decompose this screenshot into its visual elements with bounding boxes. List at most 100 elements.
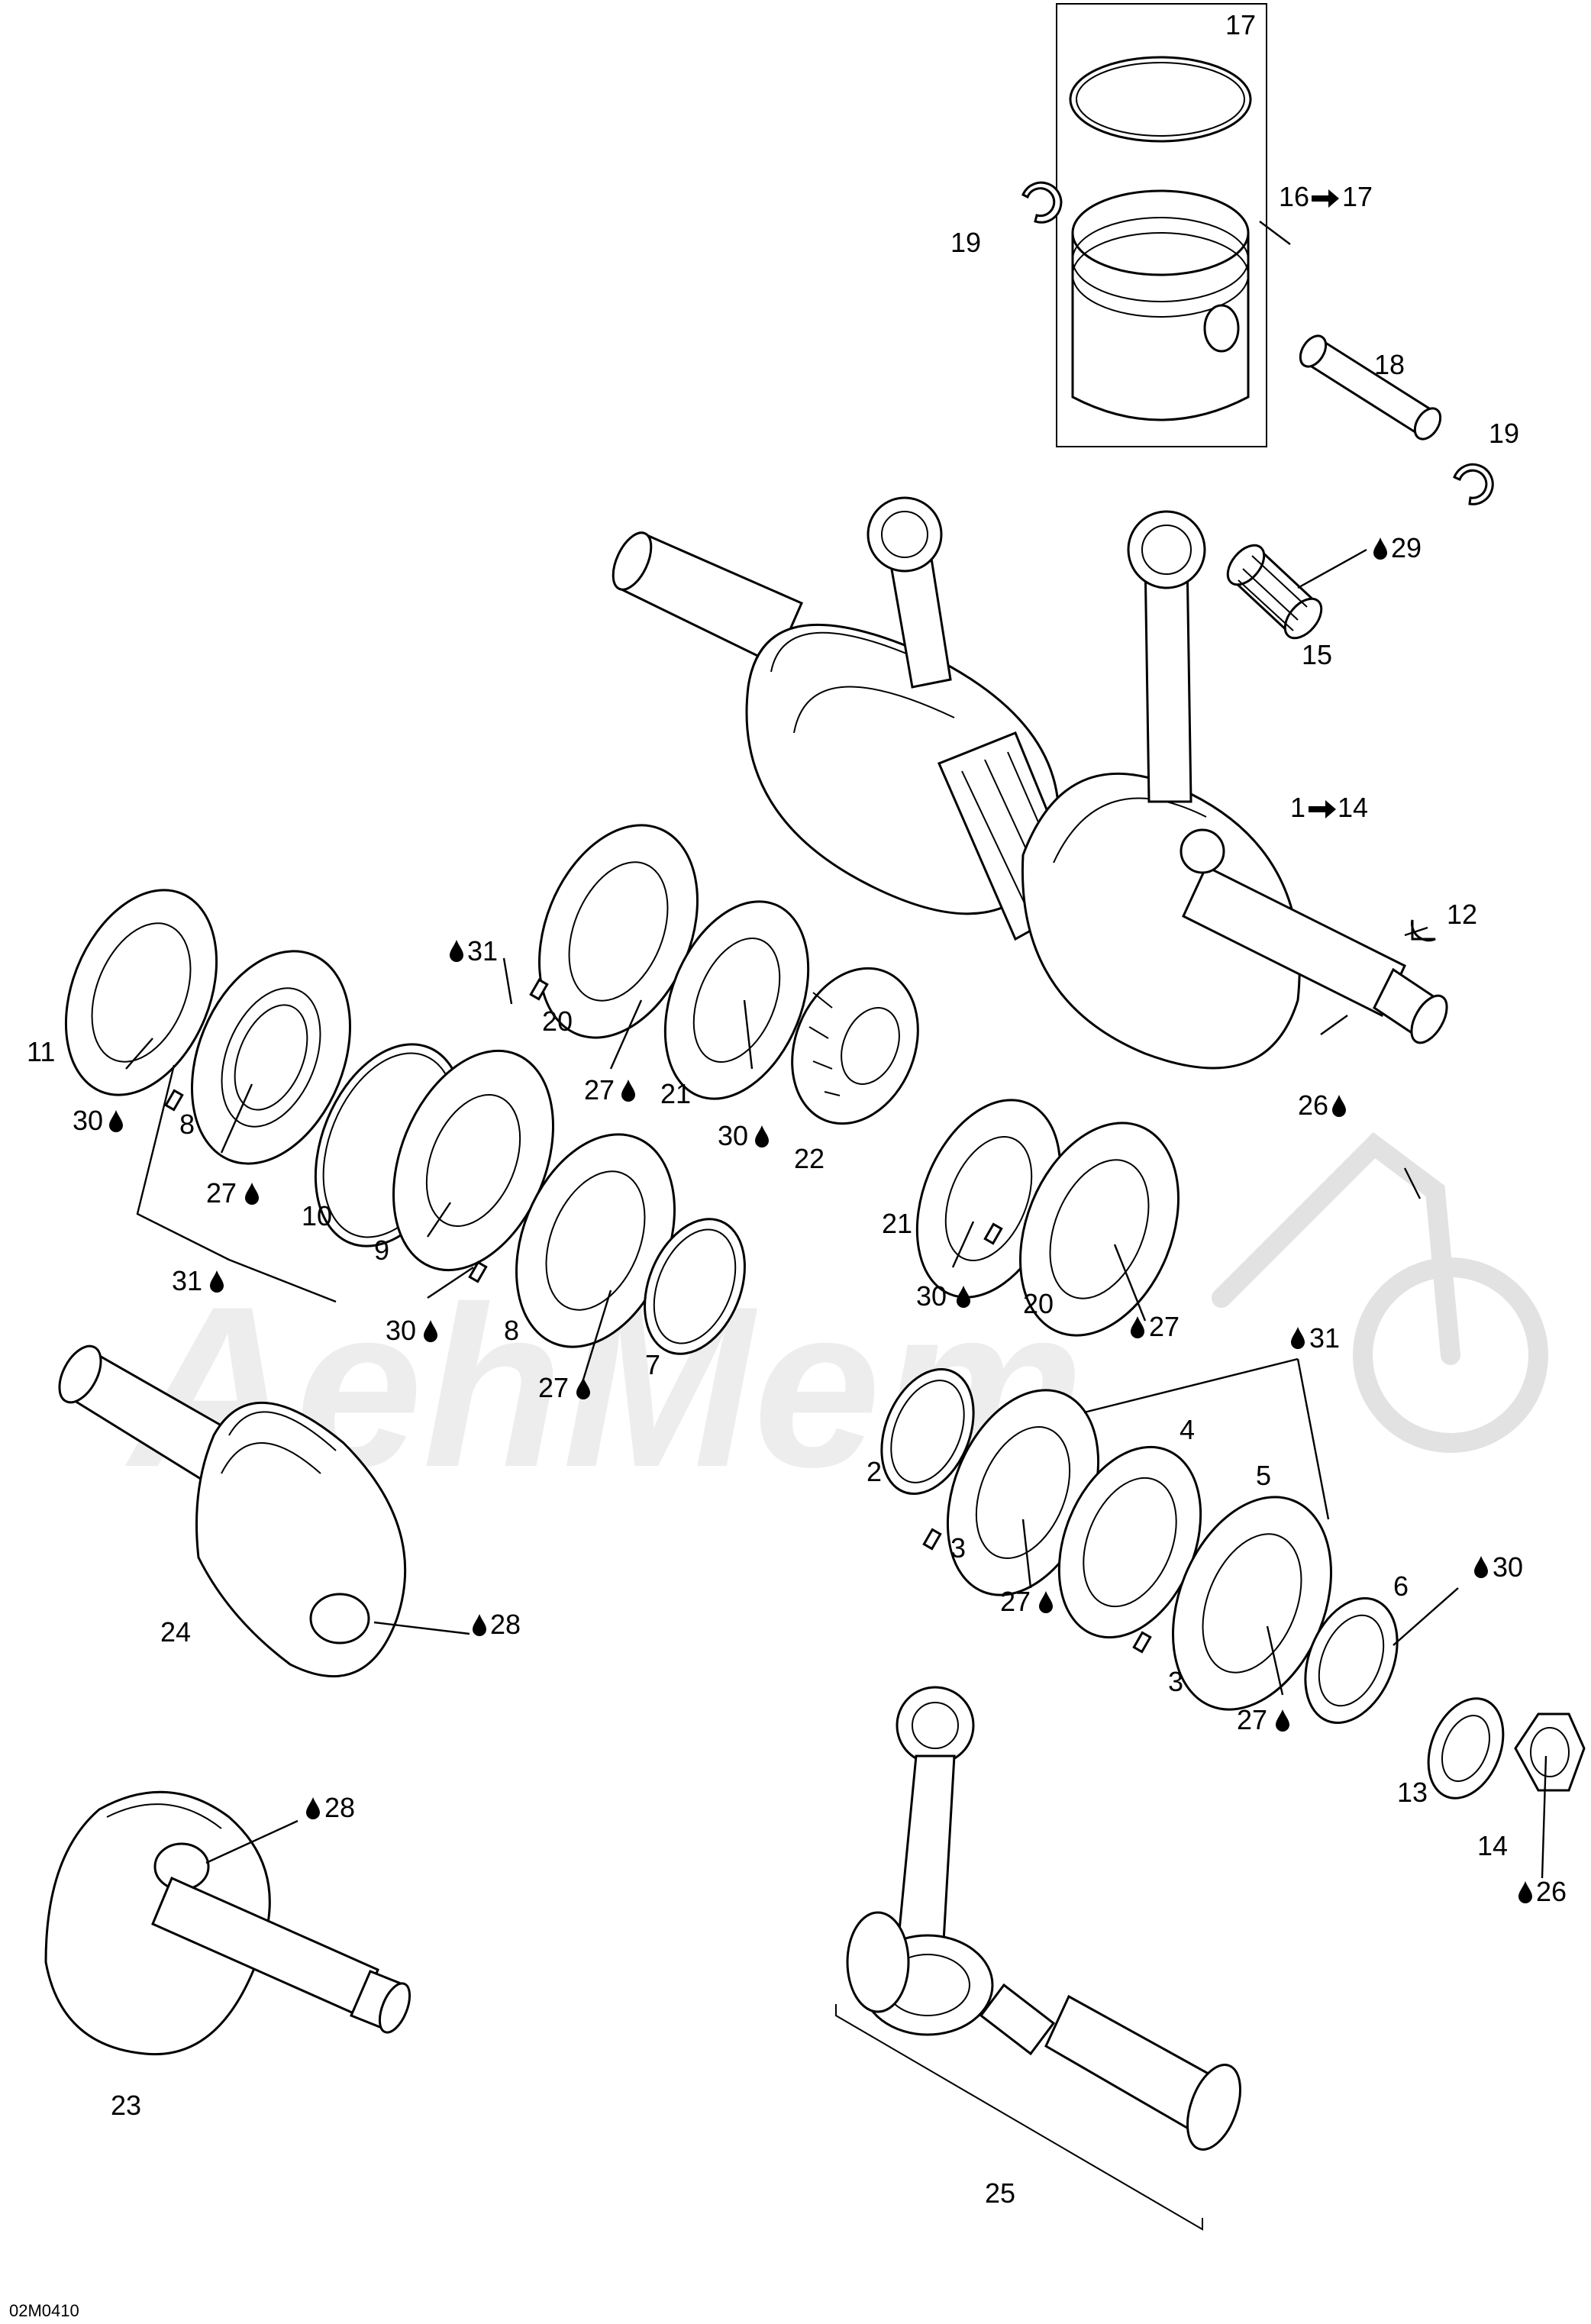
- half-crankshaft-right[interactable]: [44, 1790, 416, 2056]
- svg-text:30: 30: [916, 1280, 947, 1312]
- bracket-31-left: [136, 1064, 337, 1303]
- callout-21-lower: 21: [882, 1208, 912, 1239]
- dowel-pin-lower-2[interactable]: [1132, 1631, 1152, 1654]
- callout-27-a: 27: [584, 1074, 635, 1106]
- piston-kit-frame: [1056, 3, 1267, 447]
- callout-1-14: 1 14: [1290, 792, 1368, 823]
- drive-gear[interactable]: [770, 949, 940, 1142]
- woodruff-key[interactable]: [1411, 919, 1436, 942]
- oil-drop-icon: [1518, 1881, 1532, 1903]
- crankshaft-assembly[interactable]: [605, 496, 1454, 1070]
- oil-drop-icon: [755, 1125, 769, 1147]
- callout-28-upper: 28: [473, 1609, 521, 1640]
- callout-27-f: 27: [1237, 1704, 1289, 1735]
- svg-text:31: 31: [1309, 1322, 1340, 1354]
- oil-drop-icon: [450, 940, 463, 962]
- svg-text:30: 30: [73, 1105, 103, 1136]
- callout-24: 24: [160, 1616, 191, 1648]
- callout-3-upper: 3: [950, 1532, 966, 1564]
- svg-text:27: 27: [1237, 1704, 1267, 1735]
- callout-9: 9: [374, 1235, 389, 1266]
- ball-bearing-left[interactable]: [163, 928, 380, 1187]
- leader-lines: [125, 221, 1547, 1879]
- lock-washer[interactable]: [1415, 1687, 1517, 1809]
- callout-31-top: 31: [450, 935, 498, 967]
- piston-kit[interactable]: [1056, 3, 1267, 447]
- callout-13: 13: [1397, 1777, 1428, 1808]
- oil-drop-icon: [1373, 537, 1387, 560]
- callout-14: 14: [1477, 1830, 1508, 1861]
- oil-seal-left[interactable]: [37, 867, 245, 1117]
- oil-drop-icon: [1276, 1709, 1289, 1732]
- callout-20-upper: 20: [542, 1005, 573, 1037]
- callout-30-right: 30: [916, 1280, 970, 1312]
- callout-30-left: 30: [73, 1105, 123, 1136]
- callout-30-lower: 30: [386, 1315, 437, 1346]
- callout-18: 18: [1374, 349, 1405, 380]
- svg-text:26: 26: [1298, 1089, 1328, 1121]
- ball-bearing-center-left[interactable]: [487, 1111, 705, 1370]
- callout-17: 17: [1225, 9, 1256, 40]
- callout-31-right: 31: [1291, 1322, 1340, 1354]
- dowel-pin-upper[interactable]: [529, 978, 549, 1001]
- svg-text:28: 28: [490, 1609, 521, 1640]
- callout-2: 2: [866, 1456, 882, 1487]
- callout-11: 11: [27, 1036, 55, 1067]
- callout-5: 5: [1256, 1460, 1271, 1491]
- oil-drop-icon: [1474, 1556, 1488, 1578]
- callout-27-e: 27: [1000, 1586, 1053, 1617]
- spacer-ring[interactable]: [864, 1356, 991, 1508]
- dowel-pin-left[interactable]: [164, 1089, 184, 1112]
- callout-10: 10: [302, 1200, 332, 1231]
- oil-seal-upper[interactable]: [638, 880, 836, 1120]
- oil-seal-lower[interactable]: [1288, 1585, 1415, 1737]
- svg-text:26: 26: [1536, 1876, 1567, 1907]
- half-crankshaft-left[interactable]: [51, 1339, 407, 1678]
- bracket-31-right: [1083, 1357, 1330, 1520]
- piston-pin-clip-top[interactable]: [1021, 181, 1063, 224]
- callout-26-lower: 26: [1518, 1876, 1567, 1907]
- connecting-rod-kit[interactable]: [835, 1686, 1251, 2231]
- dowel-pin-lower-1[interactable]: [922, 1528, 942, 1551]
- dowel-pin-right[interactable]: [983, 1222, 1003, 1245]
- svg-text:27: 27: [206, 1177, 237, 1209]
- svg-text:31: 31: [172, 1265, 202, 1296]
- right-arrow-icon: [1309, 800, 1336, 818]
- svg-text:27: 27: [538, 1372, 569, 1403]
- callout-27-d: 27: [538, 1372, 590, 1403]
- shim-ring[interactable]: [626, 1204, 763, 1369]
- callout-14-range: 14: [1338, 792, 1368, 823]
- callout-26-upper: 26: [1298, 1089, 1346, 1121]
- hex-nut[interactable]: [1514, 1712, 1586, 1792]
- piston[interactable]: [1071, 231, 1250, 421]
- piston-ring[interactable]: [1069, 56, 1252, 143]
- right-arrow-icon: [1312, 189, 1339, 208]
- piston-pin[interactable]: [1295, 331, 1445, 444]
- needle-bearing-top[interactable]: [1221, 538, 1328, 644]
- callout-27-b: 27: [206, 1177, 259, 1209]
- callout-4: 4: [1180, 1414, 1195, 1445]
- callout-16-17: 16 17: [1279, 181, 1373, 212]
- callout-3-lower: 3: [1168, 1666, 1183, 1697]
- callout-29: 29: [1373, 532, 1422, 563]
- oil-drop-icon: [306, 1797, 320, 1819]
- ball-bearing-right[interactable]: [991, 1099, 1209, 1359]
- callout-6: 6: [1393, 1570, 1409, 1602]
- svg-text:28: 28: [324, 1792, 355, 1823]
- callout-27-c: 27: [1131, 1311, 1180, 1342]
- oil-drop-icon: [1332, 1095, 1346, 1117]
- callout-19-top: 19: [950, 227, 981, 258]
- oil-drop-icon: [473, 1614, 486, 1636]
- callout-25: 25: [985, 2177, 1015, 2209]
- callout-7: 7: [645, 1349, 660, 1380]
- dowel-pin-center[interactable]: [468, 1260, 488, 1283]
- callout-28-lower: 28: [306, 1792, 355, 1823]
- diagram-code: 02M0410: [9, 2301, 79, 2320]
- piston-pin-clip-right[interactable]: [1453, 463, 1494, 505]
- callout-16: 16: [1279, 181, 1309, 212]
- callouts: 17 16 17 19 18 19 29 15 1 14 12 26 31 11…: [27, 9, 1567, 2209]
- oil-drop-icon: [245, 1183, 259, 1205]
- svg-text:27: 27: [1149, 1311, 1180, 1342]
- callout-30-center: 30: [718, 1120, 769, 1151]
